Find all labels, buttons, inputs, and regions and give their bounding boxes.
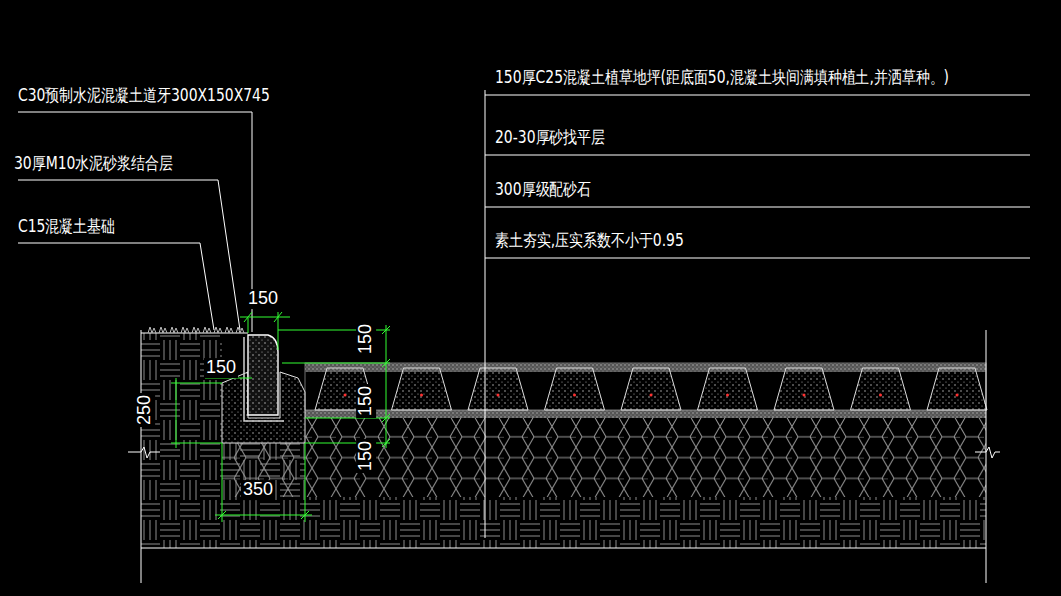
curb-fill (248, 335, 278, 415)
seed-dot (726, 394, 729, 397)
dimension-text: 150 (356, 384, 376, 418)
grass-tufts (148, 327, 244, 333)
grass-tuft (181, 327, 189, 333)
planting-hole (468, 368, 528, 410)
planting-hole (392, 368, 452, 410)
planting-hole (927, 368, 987, 410)
seed-dot (497, 394, 500, 397)
callout-note: 20-30厚砂找平层 (495, 128, 605, 147)
section-frame (128, 330, 1000, 583)
grass-tuft (148, 327, 156, 333)
planting-hole (851, 368, 911, 410)
grass-pots (315, 368, 987, 410)
callout-note: 素土夯实,压实系数不小于0.95 (495, 231, 684, 250)
grass-tuft (192, 327, 200, 333)
gravel-hatch (305, 418, 986, 497)
callout-note: 30厚M10水泥砂浆结合层 (14, 154, 173, 173)
gravel-bg (305, 418, 986, 497)
grass-tuft (214, 327, 222, 333)
curb-stone (248, 335, 278, 415)
callout-note: 300厚级配砂石 (495, 180, 591, 199)
dimension-text: 150 (356, 439, 376, 473)
planting-hole (545, 368, 605, 410)
grass-tuft (170, 327, 178, 333)
planting-hole (621, 368, 681, 410)
dimension-text: 150 (246, 289, 280, 309)
grass-tuft (225, 327, 233, 333)
seed-dot (956, 394, 959, 397)
grass-tuft (159, 327, 167, 333)
grass-tuft (203, 327, 211, 333)
grass-slab (305, 363, 986, 410)
seed-dot (650, 394, 653, 397)
dimension-text: 250 (135, 393, 155, 427)
dimension-text: 150 (356, 322, 376, 356)
seed-dot (573, 394, 576, 397)
planting-hole (774, 368, 834, 410)
callout-note: 150厚C25混凝土植草地坪(距底面50,混凝土块间满填种植土,并洒草种。) (495, 68, 949, 87)
seed-dot (803, 394, 806, 397)
seed-dot (879, 394, 882, 397)
sand-layer (305, 410, 986, 418)
dimension-lines (171, 312, 390, 522)
planting-hole (698, 368, 758, 410)
dimension-text: 350 (241, 480, 275, 500)
dimension-text: 150 (204, 358, 238, 378)
seed-dot (420, 394, 423, 397)
seed-dot (344, 394, 347, 397)
callout-note: C15混凝土基础 (18, 217, 115, 236)
callout-note: C30预制水泥混凝土道牙300X150X745 (18, 86, 270, 105)
